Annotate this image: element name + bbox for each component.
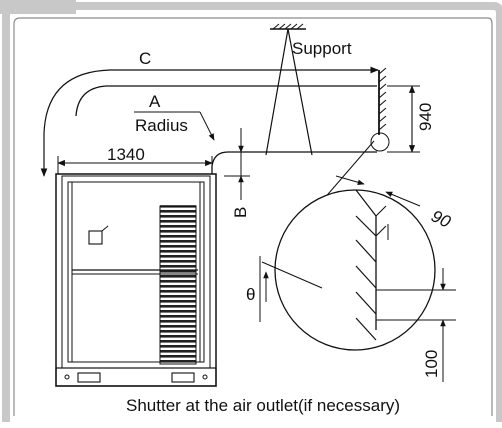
dimension-90-arrow-right — [385, 191, 421, 207]
panel-inner-border — [13, 17, 493, 416]
label-b: B — [231, 207, 250, 218]
panel-tab — [0, 0, 76, 14]
label-c: C — [139, 49, 151, 68]
label-90: 90 — [428, 206, 454, 231]
radius-leader — [199, 111, 215, 141]
label-100: 100 — [422, 350, 441, 378]
label-theta: θ — [246, 285, 255, 304]
label-radius: Radius — [135, 116, 188, 135]
dimension-90-arrow-left — [335, 175, 365, 185]
figure-caption: Shutter at the air outlet(if necessary) — [126, 396, 400, 415]
indoor-unit — [55, 173, 217, 387]
dimension-c-arrow — [40, 66, 379, 177]
detail-source-circle — [370, 132, 390, 152]
wall-hatch — [378, 67, 387, 135]
support-label: Support — [292, 39, 352, 58]
coil-grille — [159, 205, 197, 365]
shutter-detail — [261, 189, 456, 351]
label-a: A — [149, 92, 161, 111]
control-box — [88, 230, 103, 245]
label-940: 940 — [416, 103, 435, 131]
label-1340: 1340 — [107, 145, 145, 164]
